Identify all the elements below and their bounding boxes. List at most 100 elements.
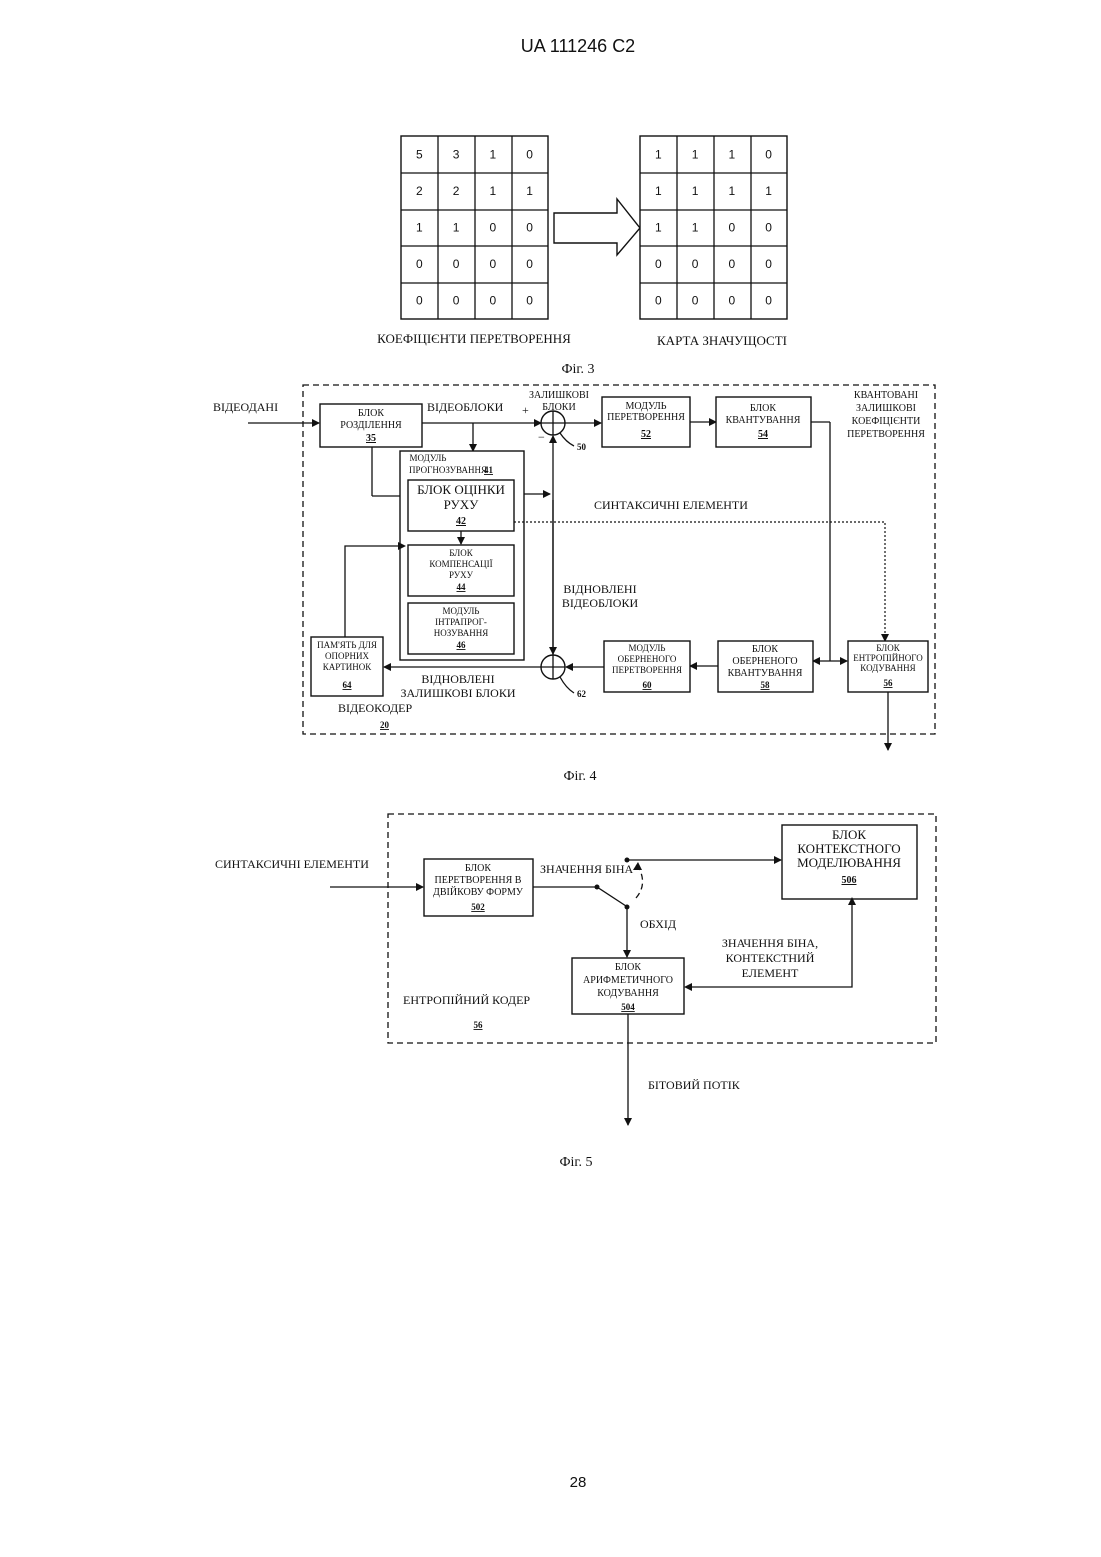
transform-label-1: МОДУЛЬ [625,401,666,412]
intra-prediction-label-1: МОДУЛЬ [443,606,480,616]
video-encoder-label: ВІДЕОКОДЕР [338,701,412,715]
recon-video-blocks-label-1: ВІДНОВЛЕНІ [563,582,636,596]
context-modeling-label-1: БЛОК [832,827,866,842]
coefficient-cell: 1 [490,147,497,161]
significance-cell: 1 [655,147,662,161]
partition-label-2: РОЗДІЛЕННЯ [340,420,402,431]
motion-compensation-label-1: БЛОК [449,548,474,558]
arithmetic-coding-number: 504 [621,1002,635,1012]
motion-estimation-number: 42 [456,516,466,527]
motion-estimation-label-2: РУХУ [444,497,479,512]
summer-50-number: 50 [577,442,587,452]
coefficient-cell: 1 [453,221,460,235]
fig3-diagram: 53102211110000000000 1110111111000000000… [377,136,787,377]
residual-blocks-label-1: ЗАЛИШКОВІ [529,390,589,401]
motion-estimation-label-1: БЛОК ОЦІНКИ [417,482,505,497]
entropy-coder-number: 56 [474,1020,484,1030]
intra-prediction-label-3: НОЗУВАННЯ [434,628,489,638]
fig3-caption: Фіг. 3 [561,362,594,377]
intra-prediction-number: 46 [457,640,467,650]
significance-cell: 0 [729,294,736,308]
fig5-diagram: СИНТАКСИЧНІ ЕЛЕМЕНТИ БЛОК ПЕРЕТВОРЕННЯ В… [215,814,936,1170]
coefficient-cell: 0 [490,221,497,235]
summer-62-number: 62 [577,689,587,699]
coefficient-cell: 2 [453,184,460,198]
memory-to-prediction-path [345,546,398,637]
significance-cell: 1 [692,184,699,198]
summer-50-leader [560,433,574,446]
binarization-label-3: ДВІЙКОВУ ФОРМУ [433,886,524,898]
significance-cell: 1 [692,147,699,161]
significance-cell: 0 [692,294,699,308]
context-modeling-label-2: КОНТЕКСТНОГО [797,841,900,856]
fig4-diagram: ВІДЕОДАНІ БЛОК РОЗДІЛЕННЯ 35 ВІДЕОБЛОКИ … [213,385,935,784]
quantized-coeff-label-1: КВАНТОВАНІ [854,390,918,401]
motion-compensation-number: 44 [457,582,467,592]
significance-cell: 0 [765,147,772,161]
coefficient-cell: 0 [526,221,533,235]
patent-number-header: UA 111246 C2 [521,36,635,56]
coefficient-grid: 53102211110000000000 [401,136,548,319]
quantized-coeff-label-4: ПЕРЕТВОРЕННЯ [847,429,925,440]
motion-compensation-label-2: КОМПЕНСАЦІЇ [429,559,492,569]
bin-value-label: ЗНАЧЕННЯ БІНА [540,862,634,876]
significance-cell: 1 [655,221,662,235]
significance-cell: 0 [765,257,772,271]
transform-label-2: ПЕРЕТВОРЕННЯ [607,412,685,423]
fig4-caption: Фіг. 4 [563,769,596,784]
context-to-arith-arrowhead [684,983,692,991]
coefficient-cell: 1 [526,184,533,198]
significance-cell: 0 [765,221,772,235]
arithmetic-coding-label-1: БЛОК [615,962,641,973]
arithmetic-coding-label-3: КОДУВАННЯ [597,988,659,999]
fig5-caption: Фіг. 5 [559,1155,592,1170]
intra-prediction-label-2: ІНТРАПРОГ- [435,617,487,627]
context-modeling-label-3: МОДЕЛЮВАННЯ [797,855,901,870]
prediction-label-2: ПРОГНОЗУВАННЯ [409,465,487,475]
coefficient-cell: 3 [453,147,460,161]
minus-sign: − [538,430,545,444]
quantized-coeff-label-2: ЗАЛИШКОВІ [856,403,916,414]
recon-video-blocks-label-2: ВІДЕОБЛОКИ [562,596,639,610]
bin-context-label-3: ЕЛЕМЕНТ [742,966,799,980]
significance-cell: 1 [765,184,772,198]
memory-label-3: КАРТИНОК [323,662,373,672]
inverse-transform-label-3: ПЕРЕТВОРЕННЯ [612,665,682,675]
quantization-number: 54 [758,429,768,440]
significance-cell: 0 [655,257,662,271]
coefficient-cell: 1 [416,221,423,235]
significance-cell: 1 [729,184,736,198]
coefficient-cell: 0 [526,294,533,308]
significance-cell: 1 [692,221,699,235]
significance-cell: 0 [692,257,699,271]
plus-sign: + [522,403,529,417]
significance-cell: 0 [729,221,736,235]
fig5-syntax-elements-label: СИНТАКСИЧНІ ЕЛЕМЕНТИ [215,857,369,871]
coefficient-cell: 0 [416,257,423,271]
bin-context-label-1: ЗНАЧЕННЯ БІНА, [722,936,818,950]
significance-map-label: КАРТА ЗНАЧУЩОСТІ [657,333,787,348]
residual-summer [541,411,565,435]
partition-number: 35 [366,433,376,444]
summer-62-leader [560,677,574,693]
binarization-number: 502 [471,902,485,912]
quantization-label-1: БЛОК [750,403,776,414]
motion-compensation-label-3: РУХУ [449,570,474,580]
inverse-quantization-label-2: ОБЕРНЕНОГО [732,656,797,667]
prediction-number: 41 [484,465,494,475]
coefficient-cell: 0 [453,257,460,271]
entropy-coding-label-3: КОДУВАННЯ [860,663,915,673]
significance-cell: 0 [729,257,736,271]
significance-cell: 1 [729,147,736,161]
page-number: 28 [570,1474,587,1491]
coefficient-cell: 0 [490,257,497,271]
entropy-coding-label-1: БЛОК [876,643,901,653]
prediction-label-1: МОДУЛЬ [410,453,447,463]
inverse-transform-label-1: МОДУЛЬ [629,643,666,653]
video-data-label: ВІДЕОДАНІ [213,400,278,414]
coefficient-cell: 0 [490,294,497,308]
transform-number: 52 [641,429,651,440]
coefficient-cell: 0 [453,294,460,308]
recon-residual-label-1: ВІДНОВЛЕНІ [421,672,494,686]
